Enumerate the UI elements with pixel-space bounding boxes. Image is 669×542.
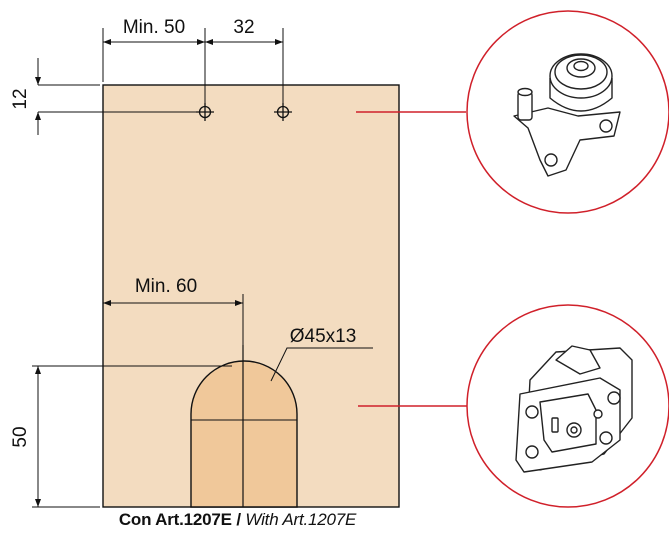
roller-bracket-illustration: [513, 53, 621, 177]
dim-hole-diameter: Ø45x13: [290, 326, 357, 347]
figure-caption: Con Art.1207E / With Art.1207E: [0, 510, 475, 530]
hinge-plate-illustration: [515, 345, 633, 473]
dim-32: 32: [233, 17, 254, 38]
drill-hole-left: [196, 103, 214, 121]
caption-italian: Con Art.1207E /: [118, 510, 241, 529]
arched-insert: [190, 360, 298, 508]
min60-dimension: [103, 294, 244, 345]
dim-12: 12: [10, 88, 31, 109]
left-bottom-dimension: [32, 365, 232, 508]
caption-english: With Art.1207E: [245, 510, 357, 529]
dim-min-60: Min. 60: [135, 276, 197, 297]
left-top-dimension: [35, 58, 200, 135]
dim-min-50: Min. 50: [123, 17, 185, 38]
dim-50: 50: [10, 426, 31, 447]
top-dimension: [102, 28, 284, 108]
hole-callout: [270, 347, 373, 382]
drill-hole-right: [274, 103, 292, 121]
detail-circle-top: [466, 10, 669, 214]
